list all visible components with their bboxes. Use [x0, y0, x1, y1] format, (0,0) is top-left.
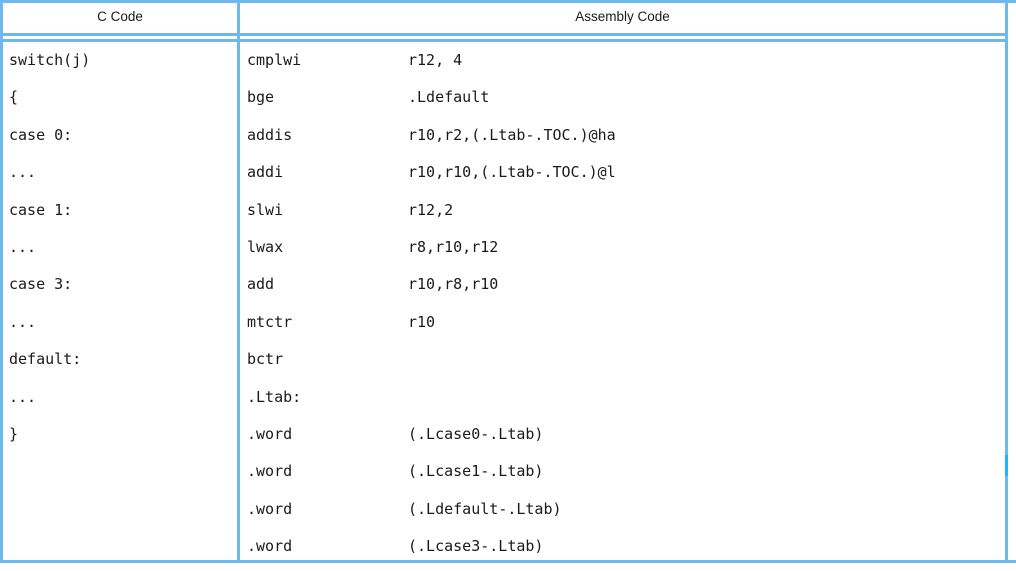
c-code-cell [9, 528, 235, 565]
table-right-border [1005, 0, 1008, 563]
assembly-mnemonic-cell: mtctr [247, 312, 293, 331]
table-row: switch(j) cmplwi r12, 4 [0, 42, 1008, 79]
header-c-code: C Code [97, 9, 143, 24]
c-code-cell: ... [9, 238, 37, 256]
table-bottom-border [0, 560, 1016, 563]
table-row: ... mtctr r10 [0, 304, 1008, 341]
assembly-operand-cell: r10,r10,(.Ltab-.TOC.)@l [408, 163, 616, 182]
assembly-mnemonic-cell: .word [247, 499, 293, 518]
assembly-operand-cell: r12,2 [408, 200, 454, 219]
assembly-operand-cell: r10,r2,(.Ltab-.TOC.)@ha [408, 125, 616, 144]
assembly-mnemonic-cell: .word [247, 425, 293, 443]
assembly-operand-cell: (.Ldefault-.Ltab) [408, 499, 562, 518]
table-row: .word (.Lcase3-.Ltab) [0, 528, 1008, 565]
assembly-mnemonic-cell: lwax [247, 238, 284, 256]
table-row: .word (.Ldefault-.Ltab) [0, 491, 1008, 528]
table-row: } .word (.Lcase0-.Ltab) [0, 416, 1008, 453]
c-code-cell: case 1: [9, 200, 73, 219]
c-code-cell: case 0: [9, 125, 73, 144]
c-code-cell: case 3: [9, 275, 73, 294]
assembly-operand-cell: (.Lcase1-.Ltab) [408, 462, 544, 481]
assembly-mnemonic-cell: slwi [247, 200, 284, 219]
c-code-cell: switch(j) [9, 51, 91, 69]
c-code-cell: { [9, 88, 19, 107]
table-row: ... addi r10,r10,(.Ltab-.TOC.)@l [0, 154, 1008, 191]
assembly-operand-cell: .Ldefault [408, 88, 490, 107]
assembly-operand-cell [408, 341, 998, 378]
table-row: case 1: slwi r12,2 [0, 192, 1008, 229]
c-code-cell: default: [9, 350, 82, 369]
table-row: ... .Ltab: [0, 379, 1008, 416]
assembly-operand-cell: (.Lcase0-.Ltab) [408, 425, 544, 443]
assembly-operand-cell: r10,r8,r10 [408, 275, 499, 294]
header-rule-upper [0, 33, 1008, 36]
table-row: default: bctr [0, 341, 1008, 378]
table-row: { bge .Ldefault [0, 79, 1008, 116]
assembly-operand-cell: r10 [408, 312, 436, 331]
table-top-border [0, 0, 1016, 3]
assembly-mnemonic-cell: .word [247, 462, 293, 481]
table-left-border [0, 0, 3, 563]
assembly-mnemonic-cell: .Ltab: [247, 387, 302, 406]
assembly-mnemonic-cell: add [247, 275, 275, 294]
assembly-mnemonic-cell: bge [247, 88, 275, 107]
table-row: case 3: add r10,r8,r10 [0, 266, 1008, 303]
table-row: ... lwax r8,r10,r12 [0, 229, 1008, 266]
table-right-border-accent [1005, 455, 1008, 476]
c-code-cell: ... [9, 387, 37, 406]
assembly-mnemonic-cell: cmplwi [247, 51, 302, 69]
assembly-operand-cell: r8,r10,r12 [408, 238, 499, 256]
assembly-operand-cell [408, 379, 998, 416]
column-divider [237, 0, 240, 563]
c-code-cell [9, 491, 235, 528]
table-row: .word (.Lcase1-.Ltab) [0, 453, 1008, 490]
assembly-mnemonic-cell: addis [247, 125, 293, 144]
table-header-row: C Code Assembly Code [0, 0, 1008, 33]
header-rule-lower [0, 39, 1008, 42]
header-assembly-code: Assembly Code [575, 9, 670, 24]
c-code-cell [9, 453, 235, 490]
assembly-mnemonic-cell: bctr [247, 350, 284, 369]
c-code-cell: ... [9, 163, 37, 182]
assembly-operand-cell: r12, 4 [408, 51, 463, 69]
assembly-operand-cell: (.Lcase3-.Ltab) [408, 537, 544, 556]
c-code-cell: ... [9, 312, 37, 331]
table-row: case 0: addis r10,r2,(.Ltab-.TOC.)@ha [0, 117, 1008, 154]
assembly-mnemonic-cell: .word [247, 537, 293, 556]
c-code-cell: } [9, 425, 19, 443]
assembly-mnemonic-cell: addi [247, 163, 284, 182]
table-body: switch(j) cmplwi r12, 4 { bge .Ldefault case 0… [0, 42, 1008, 560]
